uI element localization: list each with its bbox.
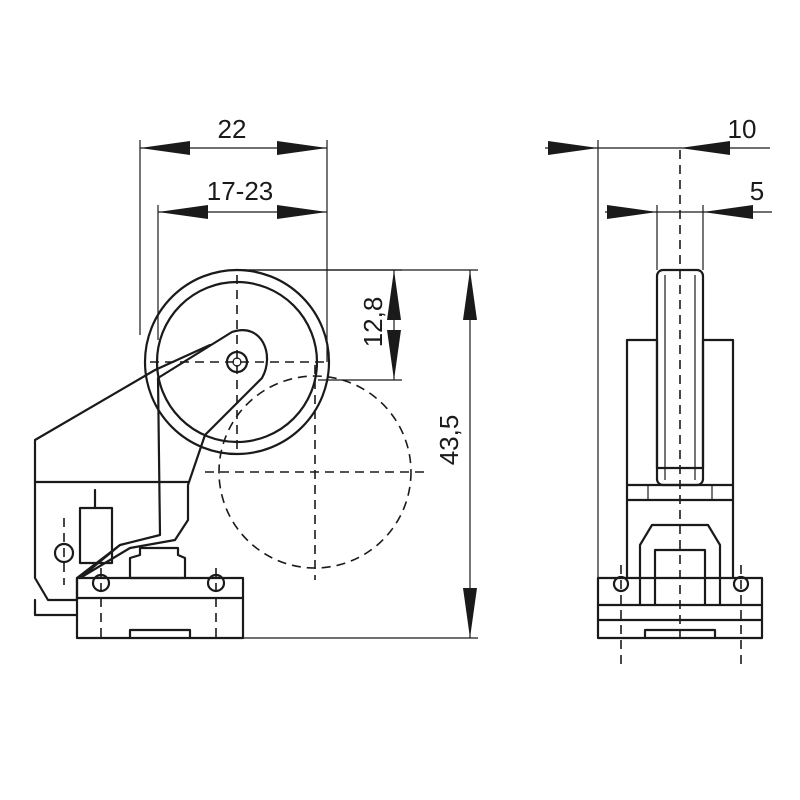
housing-foot	[33, 598, 79, 617]
dim-22: 22	[139, 114, 328, 362]
roller-alternate-position	[205, 365, 425, 580]
dim-5-label: 5	[750, 176, 764, 206]
dim-22-label: 22	[218, 114, 247, 144]
front-view: 22 17-23 12,8 43,5	[33, 114, 478, 640]
dim-17-23-label: 17-23	[207, 176, 274, 206]
dim-10-label: 10	[728, 114, 757, 144]
dim-43-5-label: 43,5	[434, 415, 464, 466]
dim-43-5: 43,5	[237, 269, 478, 639]
side-view: 10 5	[545, 114, 772, 665]
dim-10: 10	[545, 114, 770, 578]
dim-17-23: 17-23	[157, 176, 327, 340]
dim-12-8: 12,8	[237, 269, 402, 381]
lever-arm	[78, 329, 269, 580]
base-block	[75, 568, 245, 640]
dim-12-8-label: 12,8	[358, 297, 388, 348]
plunger	[128, 546, 187, 580]
dim-5: 5	[605, 176, 772, 270]
pivot-pin	[53, 542, 75, 564]
